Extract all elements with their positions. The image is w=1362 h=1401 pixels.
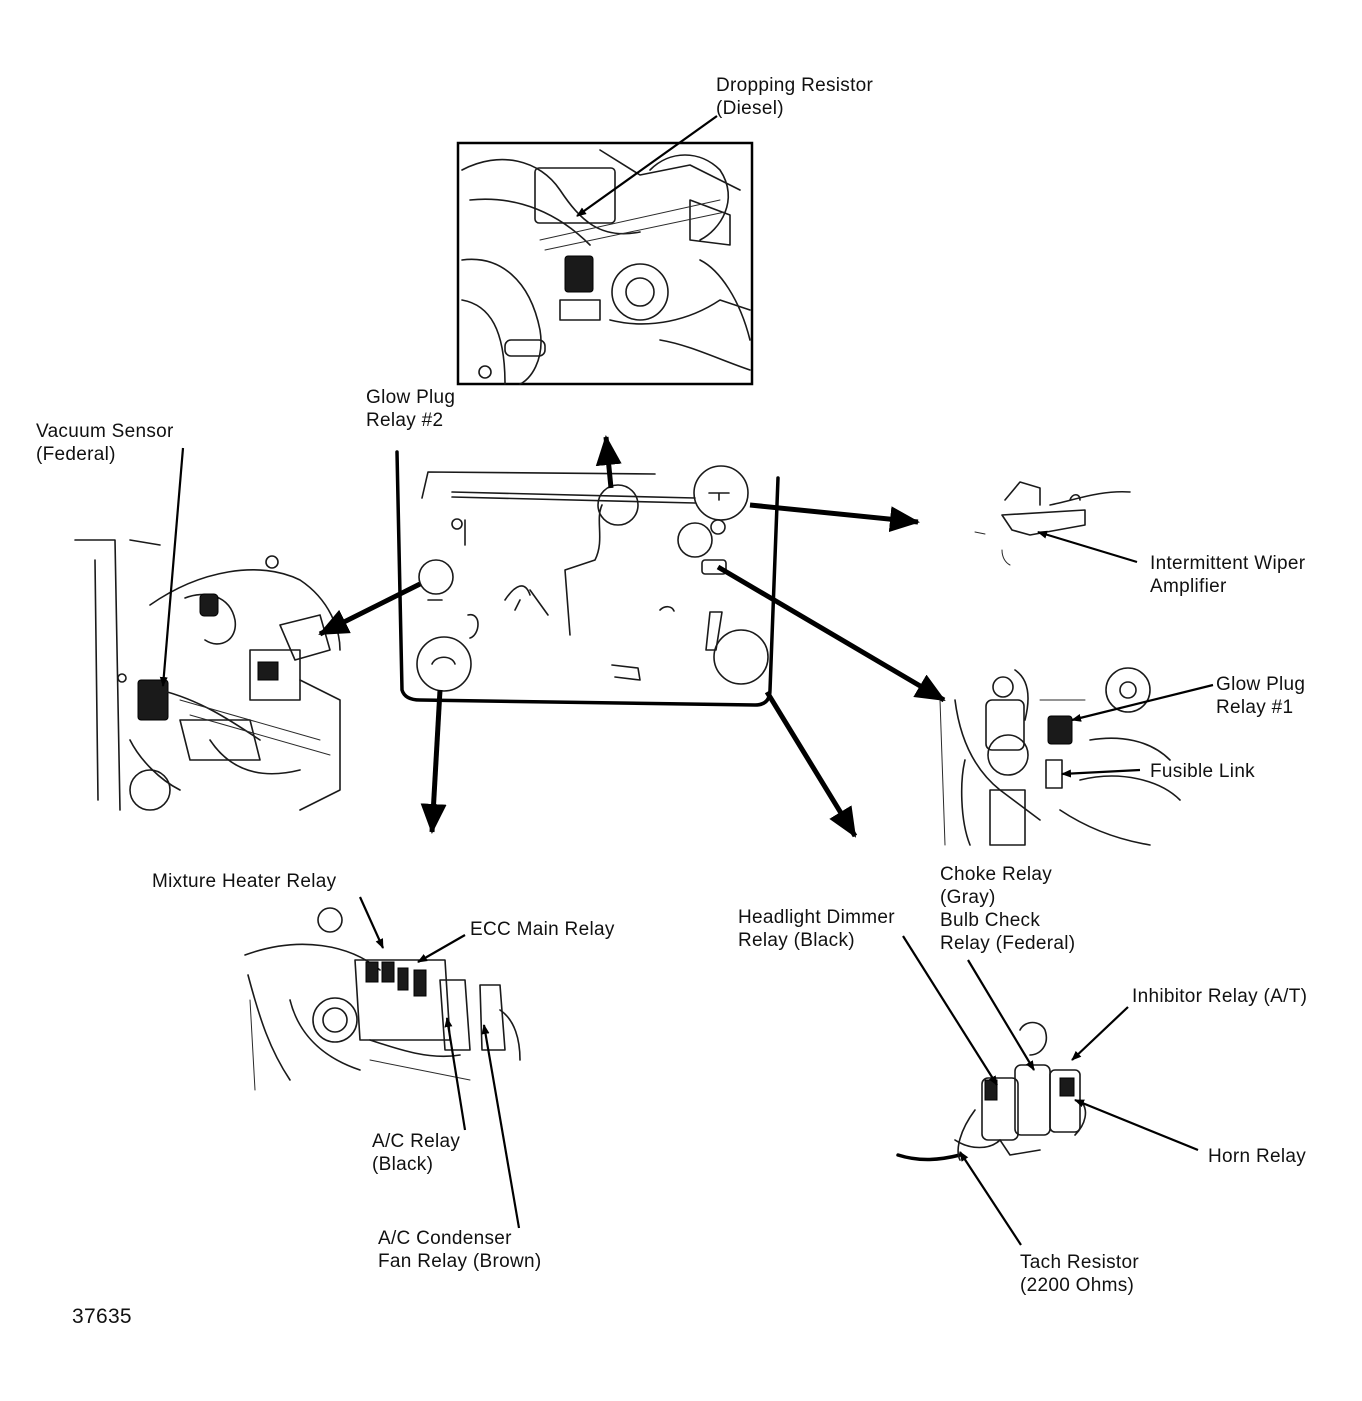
label-intermittent-wiper-amplifier: Intermittent Wiper Amplifier: [1150, 552, 1305, 598]
label-intermittent-wiper-line1: Intermittent Wiper: [1150, 553, 1306, 574]
label-glow-plug-relay-1-line2: Relay #1: [1216, 697, 1294, 718]
label-ac-condenser-line1: A/C Condenser: [378, 1228, 512, 1249]
label-ecc-main-relay: ECC Main Relay: [470, 919, 615, 940]
label-choke-bulb-check-relay: Choke Relay (Gray) Bulb Check Relay (Fed…: [940, 863, 1075, 955]
label-glow-plug-relay-2-line2: Relay #2: [366, 410, 444, 431]
photo-wiper-amplifier: [974, 481, 1131, 566]
label-choke-line2: (Gray): [940, 887, 996, 908]
label-fusible-link: Fusible Link: [1150, 761, 1255, 782]
label-glow-plug-relay-1: Glow Plug Relay #1: [1216, 673, 1305, 719]
big-arrows: [318, 435, 946, 838]
label-mixture-heater-relay: Mixture Heater Relay: [152, 871, 337, 892]
label-tach-resistor-line2: (2200 Ohms): [1020, 1275, 1135, 1296]
label-choke-line1: Choke Relay: [940, 864, 1053, 885]
label-ac-relay-line1: A/C Relay: [372, 1131, 461, 1152]
label-dropping-resistor-line1: Dropping Resistor: [716, 75, 874, 96]
label-horn-relay: Horn Relay: [1208, 1146, 1307, 1167]
photo-vacuum-sensor: [74, 539, 341, 811]
label-ac-condenser-fan-relay: A/C Condenser Fan Relay (Brown): [378, 1227, 541, 1273]
label-ac-relay: A/C Relay (Black): [372, 1130, 460, 1176]
label-headlight-dimmer-line2: Relay (Black): [738, 930, 855, 951]
label-vacuum-sensor-line2: (Federal): [36, 444, 116, 465]
photo-glow-plug-relay-1: [939, 667, 1181, 846]
label-headlight-dimmer-relay: Headlight Dimmer Relay (Black): [738, 906, 895, 952]
engine-compartment-outline: [395, 450, 780, 707]
label-ac-relay-line2: (Black): [372, 1154, 434, 1175]
label-dropping-resistor-line2: (Diesel): [716, 98, 784, 119]
label-ac-condenser-line2: Fan Relay (Brown): [378, 1251, 542, 1272]
label-dropping-resistor: Dropping Resistor (Diesel): [716, 74, 873, 120]
label-tach-resistor: Tach Resistor (2200 Ohms): [1020, 1251, 1139, 1297]
label-vacuum-sensor-line1: Vacuum Sensor: [36, 421, 174, 442]
label-glow-plug-relay-1-line1: Glow Plug: [1216, 674, 1306, 695]
label-choke-line3: Bulb Check: [940, 910, 1041, 931]
label-glow-plug-relay-2-line1: Glow Plug: [366, 387, 456, 408]
photo-relay-cluster-right: [896, 1021, 1087, 1162]
label-inhibitor-relay: Inhibitor Relay (A/T): [1132, 986, 1308, 1007]
label-choke-line4: Relay (Federal): [940, 933, 1076, 954]
label-tach-resistor-line1: Tach Resistor: [1020, 1252, 1139, 1273]
label-vacuum-sensor: Vacuum Sensor (Federal): [36, 420, 174, 466]
label-intermittent-wiper-line2: Amplifier: [1150, 576, 1227, 597]
label-glow-plug-relay-2: Glow Plug Relay #2: [366, 386, 455, 432]
figure-number: 37635: [72, 1305, 132, 1328]
label-headlight-dimmer-line1: Headlight Dimmer: [738, 907, 895, 928]
photo-relay-block-left: [244, 907, 521, 1091]
leader-arrows: [159, 115, 1214, 1246]
photo-dropping-resistor: [456, 141, 754, 386]
